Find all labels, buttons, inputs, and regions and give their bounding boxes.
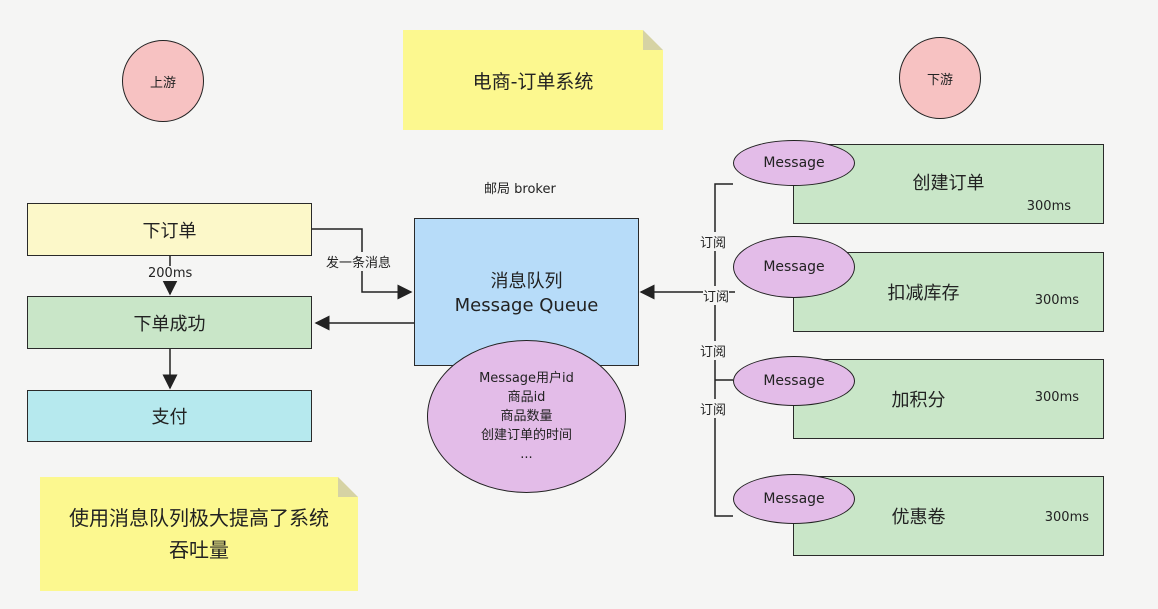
payload-line: 创建订单的时间 (480, 428, 572, 443)
pay-box: 支付 (27, 390, 312, 442)
consumer-name: 创建订单 (912, 173, 985, 194)
title-note: 电商-订单系统 (403, 30, 663, 130)
payload-line: 商品数量 (500, 409, 553, 424)
pay-label: 支付 (151, 407, 188, 428)
throughput-note: 使用消息队列极大提高了系统吞吐量 (40, 477, 358, 591)
payload-line: Message用户id (479, 371, 574, 386)
consumer-time: 300ms (1034, 293, 1079, 308)
title-note-text: 电商-订单系统 (472, 70, 594, 93)
consumer-message-oval: Message (733, 140, 855, 186)
subscribe-label: 订阅 (703, 286, 730, 305)
note-fold (643, 30, 663, 50)
subscribe-label: 订阅 (700, 399, 727, 418)
downstream-circle: 下游 (899, 37, 981, 119)
message-label: Message (763, 259, 825, 275)
consumer-time: 300ms (1044, 510, 1089, 525)
consumer-name: 优惠卷 (891, 507, 946, 528)
message-label: Message (763, 155, 825, 171)
note-fold (338, 477, 358, 497)
message-label: Message (763, 373, 825, 389)
subscribe-label: 订阅 (700, 232, 727, 251)
payload-line: 商品id (507, 390, 546, 405)
send-message-label: 发一条消息 (326, 252, 392, 271)
throughput-note-text: 使用消息队列极大提高了系统吞吐量 (69, 506, 329, 562)
message-label: Message (763, 491, 825, 507)
consumer-name: 加积分 (891, 390, 946, 411)
place-order-label: 下订单 (142, 220, 197, 242)
consumer-time: 300ms (1034, 390, 1079, 405)
subscribe-label: 订阅 (700, 341, 727, 360)
payload-line: ... (520, 447, 533, 462)
latency-label: 200ms (146, 266, 195, 281)
consumer-message-oval: Message (733, 474, 855, 524)
place-order-box: 下订单 (27, 203, 312, 256)
order-success-box: 下单成功 (27, 296, 312, 349)
consumer-name: 扣减库存 (887, 283, 960, 304)
message-payload-oval: Message用户id 商品id 商品数量 创建订单的时间 ... (427, 340, 626, 493)
order-success-label: 下单成功 (133, 313, 206, 335)
consumer-message-oval: Message (733, 356, 855, 406)
upstream-label: 上游 (149, 75, 176, 91)
downstream-label: 下游 (926, 72, 953, 88)
consumer-message-oval: Message (733, 236, 855, 298)
queue-title-en: Message Queue (454, 295, 599, 316)
queue-title-cn: 消息队列 (490, 271, 563, 292)
consumer-deduct-stock: 扣减库存 300ms (793, 252, 1104, 332)
broker-label: 邮局 broker (484, 182, 556, 197)
consumer-time: 300ms (1026, 199, 1071, 214)
upstream-circle: 上游 (122, 40, 204, 122)
